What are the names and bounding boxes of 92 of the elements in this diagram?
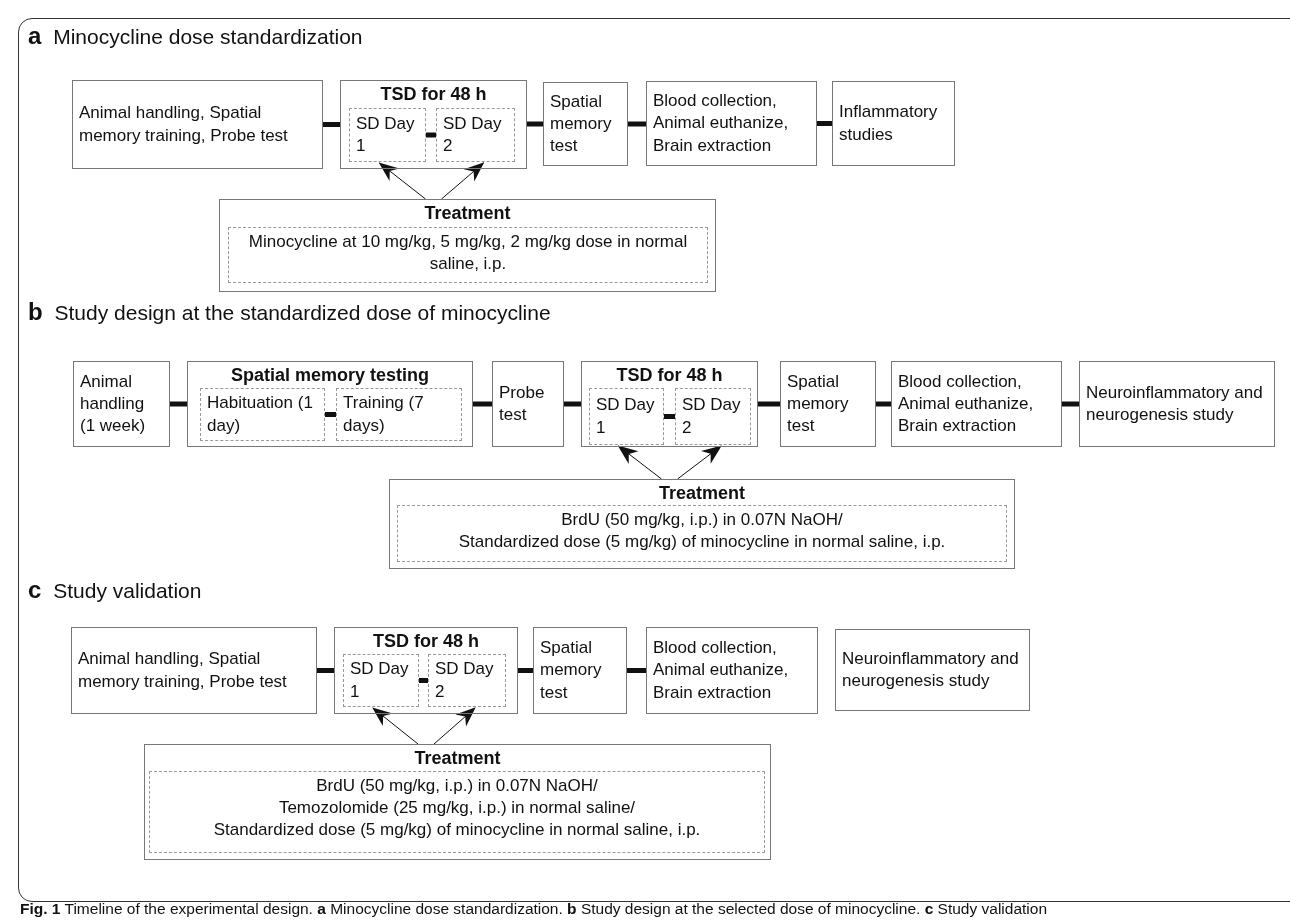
step-box [533, 627, 627, 714]
step-text: Training (7 days) [343, 392, 425, 437]
step-box [891, 361, 1062, 447]
connector-bar [628, 121, 646, 127]
connector-bar [627, 668, 646, 673]
arrow [441, 162, 485, 200]
step-text: Standardized dose (5 mg/kg) of minocycline in normal saline, i.p. [212, 819, 702, 842]
step-text: SD Day 1 [596, 394, 656, 439]
step-text: SD Day 1 [350, 658, 410, 703]
connector-bar [1062, 401, 1079, 407]
step-text: SD Day 2 [682, 394, 742, 439]
substep-box [397, 505, 1007, 562]
connector-bar [758, 401, 780, 407]
substep-box [349, 108, 426, 162]
connector-bar [473, 401, 492, 407]
step-text: Inflammatory studies [839, 101, 939, 146]
connector-bar [564, 401, 581, 407]
arrow [617, 445, 662, 480]
step-box [835, 629, 1030, 711]
connector-bar [664, 414, 675, 419]
step-text: Probe test [499, 381, 546, 426]
connector-bar [426, 132, 436, 138]
group-box [340, 80, 527, 169]
step-text: Neuroinflammatory and neurogenesis study [1086, 381, 1264, 426]
group-box [144, 744, 771, 860]
arrow [433, 707, 476, 745]
step-text: Spatial memory test [787, 370, 850, 438]
step-text: Minocycline at 10 mg/kg, 5 mg/kg, 2 mg/kg dose in normal saline, i.p. [247, 231, 689, 276]
connector-bar [170, 401, 187, 407]
step-box [543, 82, 628, 166]
group-title: Spatial memory testing [229, 364, 431, 387]
substep-box [675, 388, 751, 445]
connector-bar [323, 122, 340, 127]
group-title: TSD for 48 h [615, 364, 724, 387]
step-box [492, 361, 564, 447]
substep-box [336, 388, 462, 441]
connector-bar [325, 412, 336, 417]
connector-bar [317, 668, 334, 673]
arrow [372, 707, 419, 745]
connector-bar [419, 678, 428, 683]
figure-caption: Fig. 1 Timeline of the experimental design. a Minocycline dose standardization. b Study design at the selected dose of minocycline. c Study validation [20, 900, 1048, 918]
panel-heading: c Study validation [28, 576, 202, 604]
step-text: Animal handling (1 week) [80, 370, 147, 438]
step-text: BrdU (50 mg/kg, i.p.) in 0.07N NaOH/ [315, 775, 599, 797]
step-text: Animal handling, Spatial memory training, Probe test [78, 648, 288, 693]
connector-bar [527, 121, 543, 127]
step-text: BrdU (50 mg/kg, i.p.) in 0.07N NaOH/ [560, 509, 844, 531]
step-text: Blood collection, Animal euthanize, Brain extraction [653, 90, 790, 157]
step-text: Temozolomide (25 mg/kg, i.p.) in normal saline/ [277, 797, 637, 820]
substep-box [149, 771, 765, 853]
step-box [71, 627, 317, 714]
group-box [187, 361, 473, 447]
step-box [646, 627, 818, 714]
arrow [677, 445, 722, 480]
substep-box [589, 388, 664, 445]
substep-box [436, 108, 515, 162]
panel-heading: b Study design at the standardized dose of minocycline [28, 298, 551, 326]
group-title: TSD for 48 h [372, 630, 480, 653]
group-box [334, 627, 518, 714]
group-title: TSD for 48 h [379, 83, 488, 106]
group-title: Treatment [413, 747, 502, 770]
arrow [378, 162, 426, 200]
step-text: Blood collection, Animal euthanize, Brain extraction [653, 637, 790, 704]
connector-bar [876, 401, 891, 407]
step-text: Neuroinflammatory and neurogenesis study [842, 647, 1020, 692]
connector-bar [817, 121, 832, 126]
step-box [646, 81, 817, 166]
step-box [780, 361, 876, 447]
substep-box [343, 654, 419, 707]
step-box [73, 361, 170, 447]
substep-box [428, 654, 506, 707]
group-box [389, 479, 1015, 569]
step-text: Animal handling, Spatial memory training, Probe test [79, 102, 289, 147]
group-box [219, 199, 716, 292]
substep-box [200, 388, 325, 441]
step-box [832, 81, 955, 166]
substep-box [228, 227, 708, 283]
step-box [72, 80, 323, 169]
step-text: SD Day 1 [356, 112, 416, 157]
step-box [1079, 361, 1275, 447]
group-box [581, 361, 758, 447]
step-text: Habituation (1 day) [207, 392, 314, 437]
group-title: Treatment [423, 202, 512, 225]
step-text: Spatial memory test [540, 637, 603, 704]
step-text: SD Day 2 [443, 112, 503, 157]
group-title: Treatment [658, 482, 746, 505]
step-text: Spatial memory test [550, 90, 613, 158]
step-text: Blood collection, Animal euthanize, Brain extraction [898, 370, 1035, 438]
connector-bar [518, 668, 533, 673]
step-text: Standardized dose (5 mg/kg) of minocycline in normal saline, i.p. [457, 531, 947, 554]
step-text: SD Day 2 [435, 658, 495, 703]
panel-heading: a Minocycline dose standardization [28, 22, 363, 50]
